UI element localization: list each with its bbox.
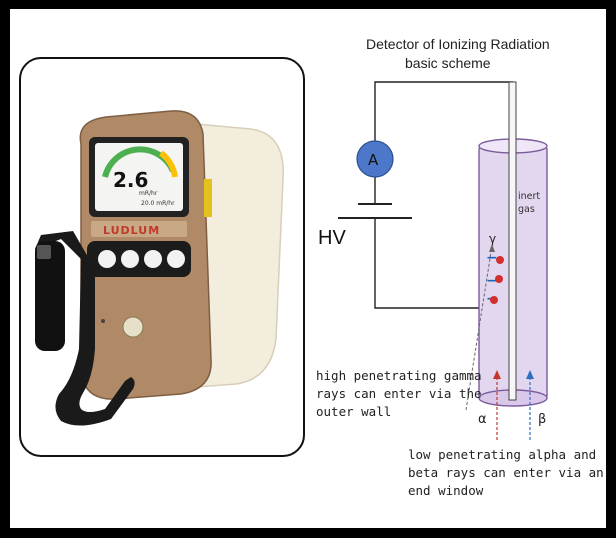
alpha-beta-caption-line: low penetrating alpha and [408, 447, 597, 462]
brand-plate [91, 221, 187, 237]
gamma-caption-line: outer wall [316, 404, 392, 419]
beta-arrowhead [526, 370, 534, 379]
probe-handle [35, 231, 135, 426]
power-button[interactable] [98, 250, 116, 268]
speaker-icon [101, 319, 105, 323]
device-photo-card: 2.6 mR/hr 20.0 mR/hr LUDLUM [19, 57, 305, 457]
alpha-symbol: α [478, 412, 487, 427]
device-unit: mR/hr [139, 190, 158, 197]
gamma-caption: high penetrating gamma rays can enter vi… [316, 367, 482, 421]
wire-bottom [374, 218, 479, 309]
radiation-meter-illustration: 2.6 mR/hr 20.0 mR/hr LUDLUM [35, 110, 284, 426]
mode-button[interactable] [144, 250, 162, 268]
warning-label [204, 179, 212, 217]
device-reading: 2.6 [113, 168, 148, 192]
device-brand: LUDLUM [103, 224, 160, 237]
anode-wire [508, 81, 517, 401]
gamma-ray-arrow [465, 245, 493, 411]
diagram-title-line1: Detector of Ionizing Radiation [366, 36, 550, 52]
hv-label: HV [318, 227, 346, 249]
wire-top [374, 81, 513, 141]
light-button[interactable] [167, 250, 185, 268]
cert-logo-icon [122, 316, 144, 338]
gamma-arrowhead [489, 244, 495, 252]
beta-symbol: β [538, 412, 546, 427]
ion-minus-1: − [486, 250, 498, 266]
ammeter-icon [356, 140, 394, 178]
gas-label-line1: inert [518, 191, 540, 202]
gas-label-line2: gas [518, 204, 535, 215]
gamma-caption-line: rays can enter via the [316, 386, 482, 401]
ion-plus-3 [490, 296, 498, 304]
alpha-arrowhead [493, 370, 501, 379]
info-button[interactable] [121, 250, 139, 268]
ammeter-label: A [368, 151, 379, 169]
alpha-beta-caption-line: end window [408, 483, 484, 498]
gauge-arc-yellow [159, 150, 178, 178]
alpha-beta-caption-line: beta rays can enter via an [408, 465, 604, 480]
device-sub-reading: 20.0 mR/hr [141, 200, 175, 207]
ion-plus-1 [496, 256, 504, 264]
diagram-title-line2: basic scheme [405, 55, 491, 71]
probe-grip [35, 241, 65, 351]
probe-label-icon [37, 245, 51, 259]
ion-plus-2 [495, 275, 503, 283]
alpha-beta-caption: low penetrating alpha and beta rays can … [408, 446, 604, 500]
gamma-symbol: γ [489, 232, 496, 246]
gamma-caption-line: high penetrating gamma [316, 368, 482, 383]
ion-minus-2: − [486, 273, 498, 289]
